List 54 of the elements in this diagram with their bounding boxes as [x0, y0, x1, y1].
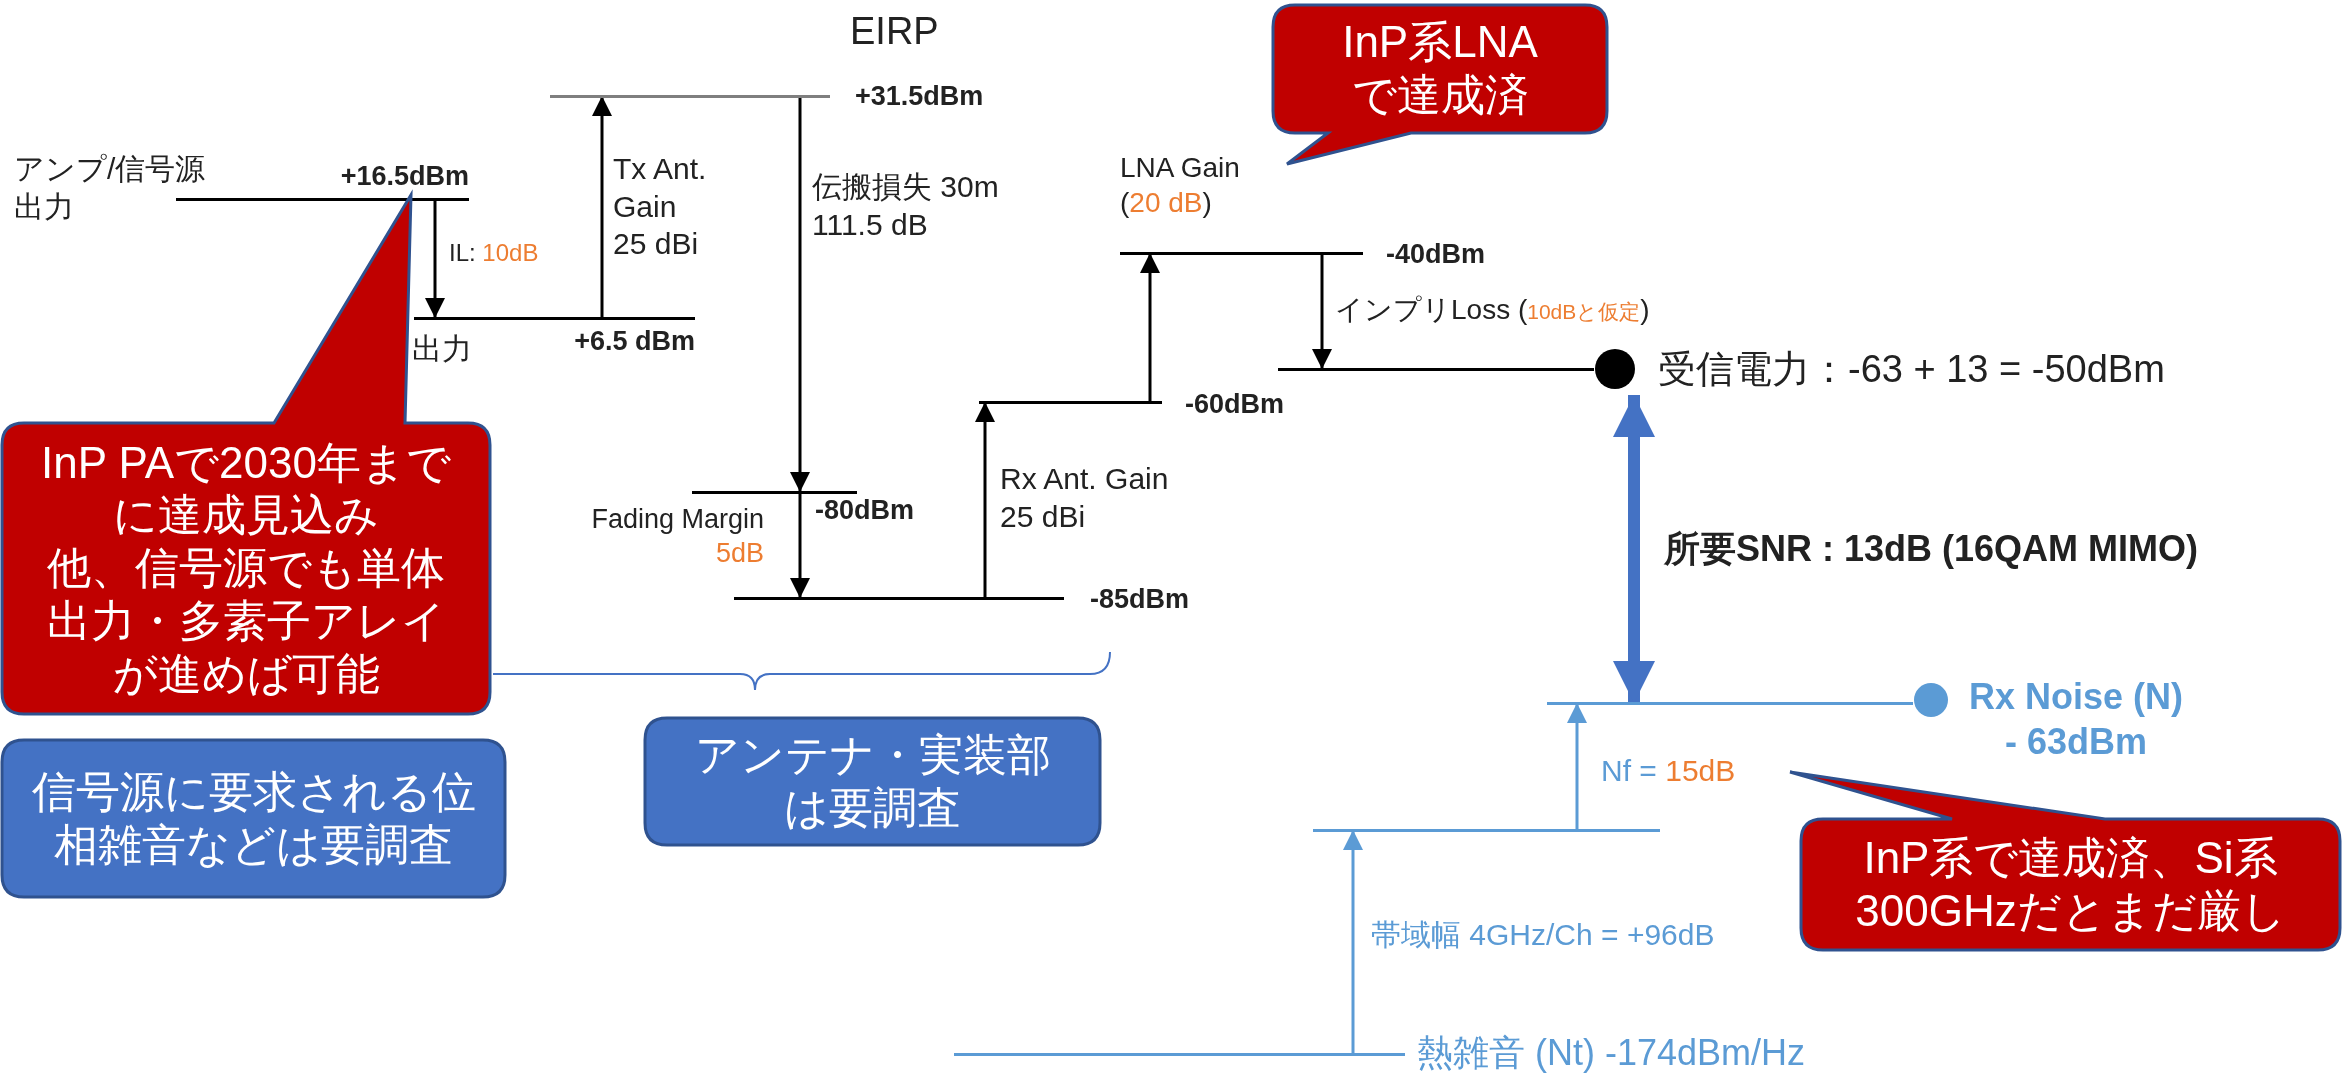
level-line [1547, 701, 1913, 705]
edge-label: 帯域幅 4GHz/Ch = +96dB [1371, 917, 1715, 953]
level-label: アンプ/信号源出力 [14, 151, 207, 225]
level-line [954, 1052, 1405, 1056]
level-line [1120, 251, 1363, 255]
level-label: 出力 [412, 331, 472, 367]
edge-label: Rx Ant. Gain 25 dBi [1000, 461, 1170, 535]
arrow [790, 96, 810, 492]
note-box [0, 738, 507, 899]
level-value: 熱雑音 (Nt) -174dBm/Hz [1417, 1031, 1806, 1075]
level-line [414, 316, 695, 320]
level-line [1278, 367, 1594, 371]
callout-text: アンテナ・実装部は要調査 [693, 728, 1052, 834]
note-box [643, 716, 1102, 847]
arrow [1312, 253, 1332, 369]
level-line [734, 596, 1064, 600]
arrow [975, 402, 995, 598]
edge-label: インプリLoss (10dBと仮定) [1335, 293, 1650, 327]
callout-text: 信号源に要求される位相雑音などは要調査 [30, 765, 477, 871]
edge-label: Tx Ant. Gain 25 dBi [613, 151, 708, 262]
level-value: -85dBm [1090, 583, 1190, 616]
level-value: 受信電力：-63 + 13 = -50dBm [1658, 347, 2165, 392]
level-value: +16.5dBm [340, 160, 469, 193]
edge-label: 所要SNR : 13dB (16QAM MIMO) [1664, 527, 2199, 571]
edge-label: LNA Gain (20 dB) [1120, 151, 1241, 220]
arrow [592, 96, 612, 318]
callout-text: InP PAで2030年までに達成見込み [40, 436, 452, 542]
arrow [790, 492, 810, 598]
arrow [1567, 703, 1587, 830]
callout-text: InP系LNAで達成済 [1341, 16, 1539, 121]
level-label: EIRP [850, 9, 939, 54]
level-value: +31.5dBm [855, 80, 984, 113]
callout-text: 他、信号源でも単体出力・多素子アレイが進めば可能 [45, 542, 447, 700]
level-value: -40dBm [1386, 238, 1486, 271]
level-value: -60dBm [1185, 388, 1285, 421]
edge-label: 伝搬損失 30m 111.5 dB [812, 169, 1000, 243]
level-value: Rx Noise (N) - 63dBm [1968, 675, 2184, 764]
edge-label: IL: 10dB [449, 238, 539, 268]
level-value: +6.5 dBm [574, 325, 695, 358]
arrow [1343, 830, 1363, 1054]
callout-text: InP系で達成済、Si系300GHzだとまだ厳し [1854, 831, 2287, 937]
level-line [979, 400, 1162, 404]
edge-label: Fading Margin 5dB [590, 503, 764, 570]
level-line [692, 490, 857, 494]
level-line [550, 94, 830, 98]
level-value: -80dBm [815, 494, 915, 527]
level-line [176, 197, 469, 201]
arrow [1140, 253, 1160, 402]
arrow [425, 199, 445, 318]
edge-label: Nf = 15dB [1601, 753, 1736, 789]
speech-callout [1271, 3, 1609, 166]
level-line [1313, 828, 1660, 832]
speech-callout [1788, 770, 2342, 952]
arrow [1613, 395, 1655, 703]
